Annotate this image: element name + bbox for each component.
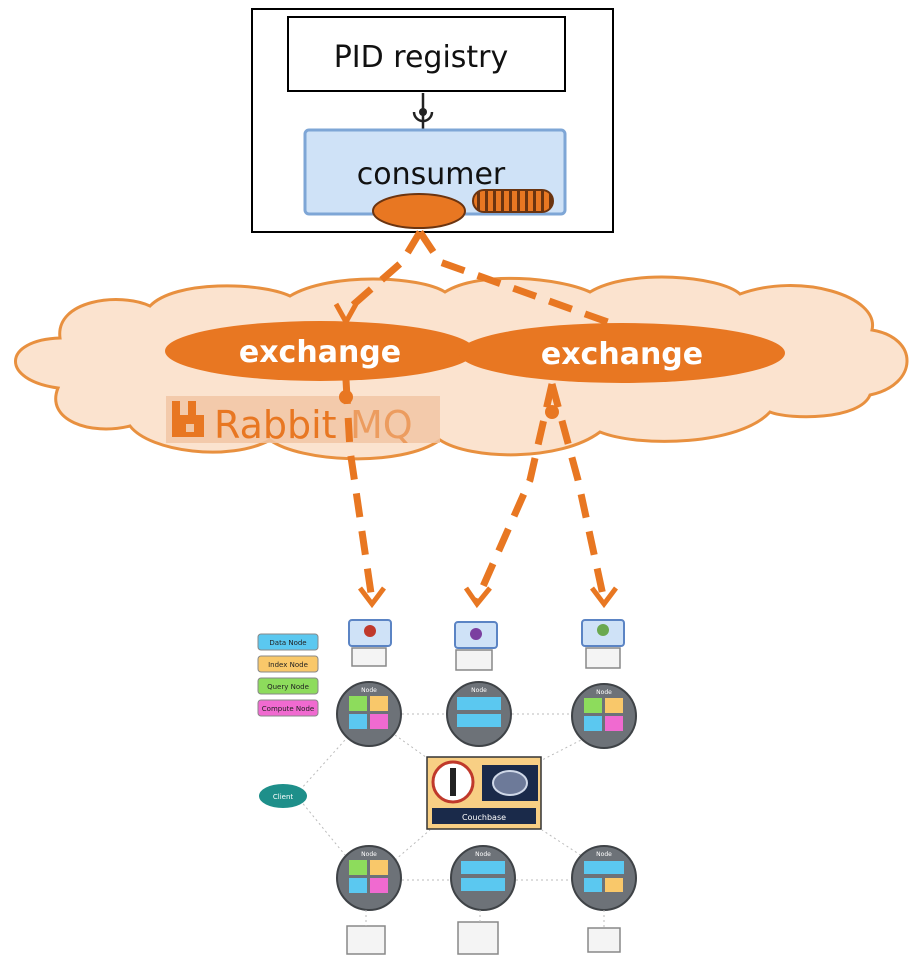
cluster-node-3	[571, 683, 637, 749]
link-consumer-exchange-1	[342, 230, 424, 315]
server-icon-bottom	[346, 921, 621, 955]
cluster-node-1	[336, 681, 402, 747]
cluster-node-4	[336, 845, 402, 911]
node-title-4: Node	[361, 851, 377, 858]
exchange-2-label: exchange	[541, 337, 703, 372]
consumer-port	[372, 193, 466, 229]
node-title-6: Node	[596, 851, 612, 858]
legend-data-node: Data Node	[269, 639, 306, 647]
client-node	[259, 784, 307, 808]
node-title-3: Node	[596, 689, 612, 696]
link-consumer-exchange-2	[417, 230, 632, 334]
cluster-node-5	[450, 845, 516, 911]
legend-index-node: Index Node	[268, 661, 308, 669]
client-label: Client	[273, 793, 294, 801]
node-title-1: Node	[361, 687, 377, 694]
server-icon	[351, 647, 621, 671]
couchbase-label: Couchbase	[462, 813, 506, 822]
rabbitmq-logo-text: Rabbit	[214, 403, 337, 447]
exchange-1-label: exchange	[239, 335, 401, 370]
legend-query-node: Query Node	[267, 683, 309, 691]
link-exchange-2-node-2	[473, 383, 556, 602]
pid-registry-label: PID registry	[334, 40, 509, 75]
exchange-2	[459, 323, 785, 383]
cluster-node-2	[446, 681, 512, 747]
couchbase-box: Couchbase	[426, 756, 542, 830]
exchange-1	[165, 321, 475, 381]
link-exchange-2-node-3	[548, 383, 608, 601]
rabbitmq-logo: Rabbit MQ	[166, 396, 440, 447]
broker-cloud	[14, 275, 909, 461]
node-legend: Data Node Index Node Query Node Compute …	[257, 633, 319, 717]
node-titles: Node Node Node Node Node Node	[361, 687, 612, 858]
pid-registry-box	[287, 16, 566, 92]
registry-socket-icon	[412, 111, 434, 123]
node-title-5: Node	[475, 851, 491, 858]
node-title-2: Node	[471, 687, 487, 694]
cluster-node-6	[571, 845, 637, 911]
link-exchange-1-node-1	[342, 379, 376, 601]
legend-compute-node: Compute Node	[262, 705, 314, 713]
consumer-label: consumer	[357, 157, 506, 192]
rabbitmq-logo-text-2: MQ	[350, 403, 413, 447]
cluster-links	[299, 713, 586, 881]
consumer-queue-icon	[472, 189, 554, 213]
